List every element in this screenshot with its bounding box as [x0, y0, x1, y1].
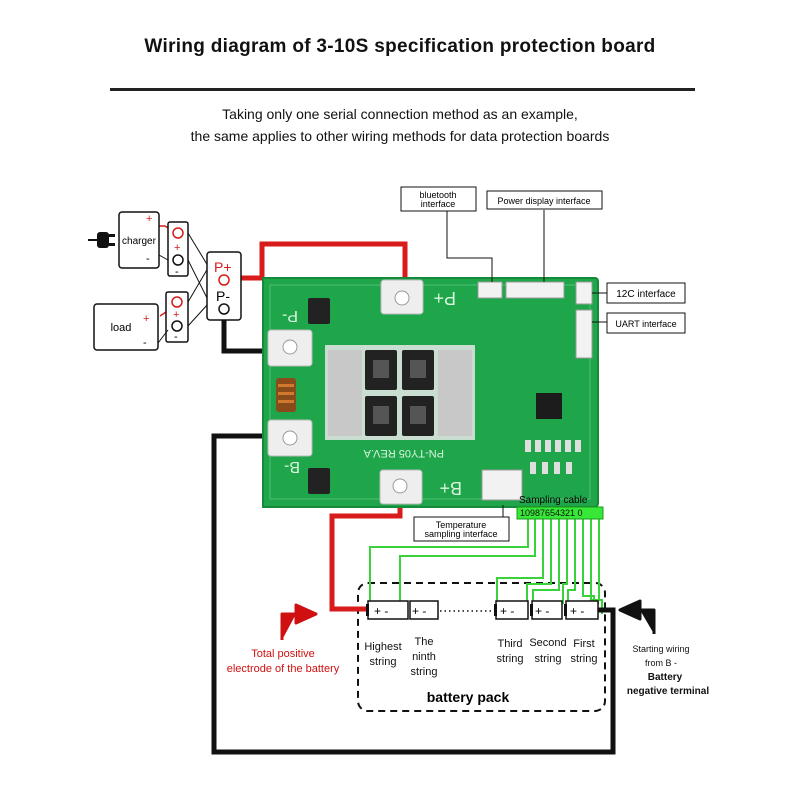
p-minus-label: P-	[216, 288, 230, 304]
sampling-connector	[516, 506, 604, 520]
i2c-label: 12C interface	[616, 289, 676, 300]
board-model: PN-TY05 REV.A	[363, 447, 444, 459]
bluetooth-label-1: bluetooth	[419, 190, 456, 200]
positive-note-1: Total positive	[251, 648, 315, 660]
temperature-label-1: Temperature	[436, 520, 487, 530]
b-plus-pad-hole	[392, 478, 408, 494]
charger-terminal-plus: +	[174, 242, 180, 254]
charger-box	[118, 211, 160, 269]
uart-connector	[575, 309, 593, 359]
string-label-third-2: string	[497, 653, 524, 665]
p-terminal-box	[206, 251, 242, 321]
string-label-ninth-3: string	[411, 666, 438, 678]
string-label-highest-1: Highest	[364, 641, 401, 653]
charger-label: charger	[122, 236, 157, 247]
bluetooth-callout-box	[400, 186, 477, 212]
p-plus-label: P+	[214, 259, 232, 275]
load-terminal-plus: +	[173, 309, 179, 321]
string-label-first-1: First	[573, 638, 594, 650]
p-minus-pad-hole	[282, 339, 298, 355]
power-display-connector	[505, 281, 565, 299]
pad-label-p-minus: P-	[282, 307, 298, 324]
bluetooth-connector	[477, 281, 503, 299]
uart-callout-box	[606, 312, 686, 334]
temperature-label-2: sampling interface	[424, 529, 497, 539]
battery-pack-label: battery pack	[427, 689, 510, 705]
pad-label-b-minus: B-	[284, 458, 300, 475]
cell-second-polarity: + -	[535, 604, 549, 618]
p-plus-pad-hole	[394, 290, 410, 306]
cell-first-polarity: + -	[570, 604, 584, 618]
string-label-first-2: string	[571, 653, 598, 665]
charger-minus-sign: -	[146, 253, 150, 265]
temperature-connector	[481, 469, 523, 501]
string-label-highest-2: string	[370, 656, 397, 668]
subtitle-line-2: the same applies to other wiring methods…	[190, 128, 610, 144]
sampling-wires	[369, 516, 603, 614]
pad-label-b-plus: B+	[439, 478, 462, 498]
string-label-third-1: Third	[497, 638, 522, 650]
string-label-ninth-1: The	[415, 636, 434, 648]
cell-third-polarity: + -	[500, 604, 514, 618]
sampling-pin-numbers: 10987654321 0	[520, 508, 583, 518]
temperature-callout-box	[413, 516, 510, 542]
interface-callouts	[446, 210, 607, 518]
charger-terminal-minus: -	[175, 266, 179, 278]
p-plus-wire	[226, 241, 408, 298]
title-divider	[110, 88, 695, 91]
battery-cells: + - + - + - + - + -	[366, 600, 599, 620]
start-note-1: Starting wiring	[632, 644, 689, 654]
load-terminal	[165, 291, 189, 343]
sampling-cable-label: Sampling cable	[519, 495, 588, 506]
b-minus-pad-hole	[282, 430, 298, 446]
load-label: load	[111, 322, 132, 334]
start-note-3: Battery	[648, 672, 683, 683]
string-label-second-2: string	[535, 653, 562, 665]
battery-pack-outline	[357, 582, 606, 712]
start-note-2: from B -	[645, 658, 677, 668]
uart-label: UART interface	[615, 319, 676, 329]
power-display-label: Power display interface	[497, 196, 590, 206]
load-minus-sign: -	[143, 337, 147, 349]
power-display-callout-box	[486, 190, 603, 210]
diagram-subtitle: Taking only one serial connection method…	[0, 103, 800, 147]
diagram-title: Wiring diagram of 3-10S specification pr…	[144, 36, 656, 57]
cell-highest-polarity: + -	[374, 604, 388, 618]
i2c-connector	[575, 281, 593, 305]
string-label-second-1: Second	[529, 637, 566, 649]
positive-arrow	[280, 603, 318, 640]
load-plus-sign: +	[143, 313, 149, 325]
protection-board: P+ P- B- B+ PN-TY05 REV.A	[262, 277, 599, 508]
start-note-4: negative terminal	[627, 686, 709, 697]
load-box	[93, 303, 159, 351]
positive-note-2: electrode of the battery	[227, 663, 340, 675]
cell-ninth	[409, 600, 439, 620]
string-label-ninth-2: ninth	[412, 651, 436, 663]
subtitle-line-1: Taking only one serial connection method…	[222, 106, 578, 122]
load-terminal-minus: -	[174, 331, 178, 343]
plug-icon	[88, 232, 115, 248]
bluetooth-label-2: interface	[421, 199, 456, 209]
start-arrow	[618, 599, 656, 634]
b-minus-wire	[211, 433, 616, 755]
pad-label-p-plus: P+	[433, 288, 456, 308]
cell-ninth-polarity: + -	[412, 604, 426, 618]
i2c-callout-box	[606, 282, 686, 304]
charger-plus-sign: +	[146, 213, 152, 225]
source-black-leads	[157, 232, 209, 344]
